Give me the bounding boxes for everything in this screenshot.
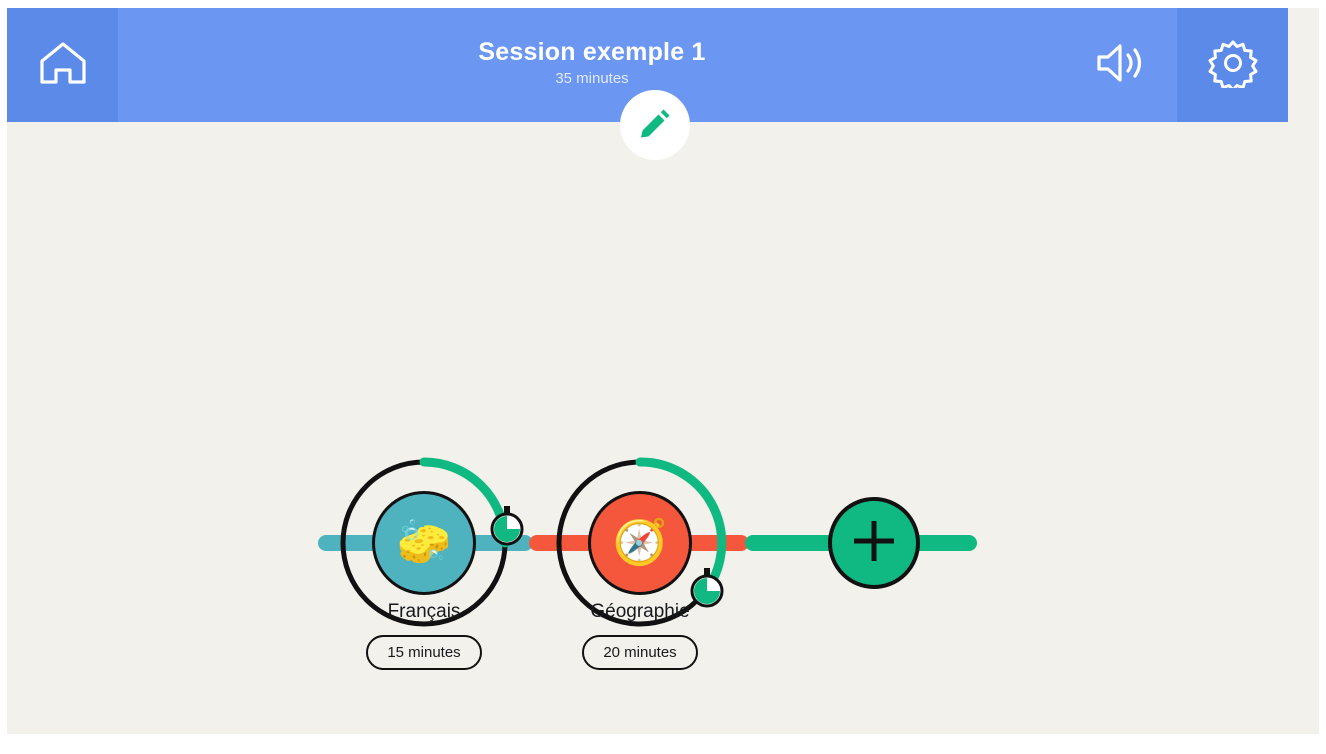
speaker-icon	[1094, 39, 1150, 92]
session-header-center: Session exemple 1 35 minutes	[118, 8, 1066, 122]
activity-icon-button-francais[interactable]: 🧽	[372, 491, 476, 595]
activity-timeline: 🧽 🧭	[7, 272, 1319, 627]
activity-icon-button-geographie[interactable]: 🧭	[588, 491, 692, 595]
home-icon	[37, 39, 89, 92]
add-activity-button[interactable]	[828, 497, 920, 589]
stopwatch-icon	[690, 568, 724, 608]
home-button[interactable]	[7, 8, 118, 122]
activity-label-francais: Français 15 minutes	[324, 600, 524, 670]
page-title: Session exemple 1	[478, 38, 706, 66]
activity-name: Français	[387, 601, 461, 622]
app-root: Session exemple 1 35 minutes	[7, 8, 1319, 734]
activity-timer-badge-francais[interactable]	[486, 505, 528, 547]
activity-name: Géographie	[590, 601, 690, 622]
compass-icon: 🧭	[612, 518, 668, 567]
pencil-icon	[638, 106, 672, 145]
session-duration-subtitle: 35 minutes	[555, 70, 629, 87]
activity-label-geographie: Géographie 20 minutes	[540, 600, 740, 670]
activity-duration-chip[interactable]: 20 minutes	[582, 635, 698, 670]
gear-icon	[1207, 38, 1259, 93]
eraser-icon: 🧽	[396, 518, 452, 567]
activity-timer-badge-geographie[interactable]	[686, 567, 728, 609]
edit-session-button[interactable]	[620, 90, 690, 160]
activity-duration-chip[interactable]: 15 minutes	[366, 635, 482, 670]
session-canvas: 🧽 🧭	[7, 122, 1319, 734]
sound-button[interactable]	[1066, 8, 1177, 122]
settings-button[interactable]	[1177, 8, 1288, 122]
stopwatch-icon	[490, 506, 524, 546]
plus-icon	[850, 517, 898, 570]
